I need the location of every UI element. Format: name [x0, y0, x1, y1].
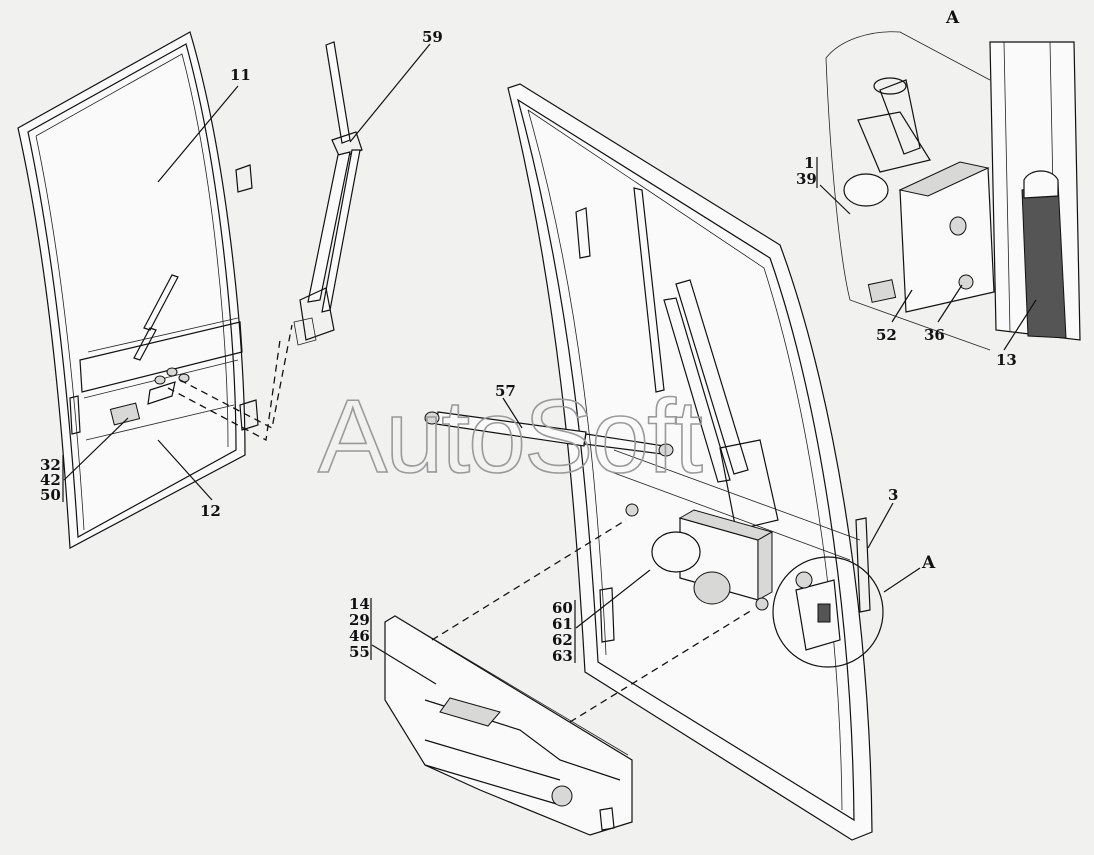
leader-dash-2 — [167, 339, 281, 442]
callout-57: 57 — [495, 382, 516, 400]
callout-13: 13 — [996, 351, 1017, 369]
callout-11: 11 — [230, 66, 251, 84]
wiper-assembly — [293, 41, 363, 346]
callout-60: 60 — [552, 599, 573, 617]
callout-42: 42 — [40, 471, 61, 489]
callout-labels: A 11 59 57 3 12 13 52 36 A 1 39 32 42 50… — [40, 8, 1017, 665]
callout-32: 32 — [40, 456, 61, 474]
left-door-frame — [17, 31, 259, 549]
callout-59: 59 — [422, 28, 443, 46]
leader-lines — [62, 43, 1037, 685]
callout-46: 46 — [349, 627, 370, 645]
callout-39: 39 — [796, 170, 817, 188]
lower-panel — [384, 615, 633, 836]
callout-a: A — [921, 553, 936, 573]
callout-62: 62 — [552, 631, 573, 649]
callout-52: 52 — [876, 326, 897, 344]
view-a-title: A — [945, 8, 960, 28]
callout-61: 61 — [552, 615, 573, 633]
callout-63: 63 — [552, 647, 573, 665]
right-door-frame — [424, 83, 873, 841]
watermark-text: AutoSoft — [318, 379, 703, 495]
callout-55: 55 — [349, 643, 370, 661]
callout-50: 50 — [40, 486, 61, 504]
leader-dash-3 — [431, 519, 627, 641]
detail-circle-a — [772, 556, 921, 668]
callout-14: 14 — [349, 595, 370, 613]
callout-12: 12 — [200, 502, 221, 520]
callout-1: 1 — [804, 154, 814, 172]
callout-3: 3 — [888, 486, 898, 504]
callout-36: 36 — [924, 326, 945, 344]
leader-dash-1 — [179, 324, 293, 429]
detail-view-a — [825, 31, 1081, 351]
callout-29: 29 — [349, 611, 370, 629]
